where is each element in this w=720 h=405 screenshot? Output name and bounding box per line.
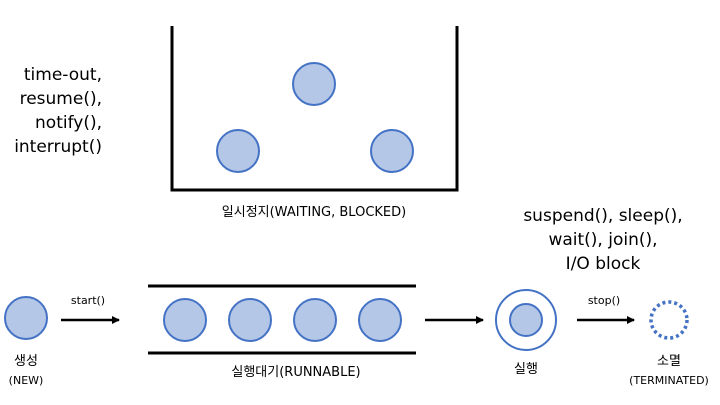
running-condition: suspend(), sleep(), xyxy=(523,206,683,226)
waiting-state-label: 일시정지(WAITING, BLOCKED) xyxy=(221,205,407,220)
runnable-thread-node xyxy=(293,298,337,342)
new-state-sublabel: (NEW) xyxy=(8,374,44,387)
runnable-thread-node xyxy=(228,298,272,342)
terminated-state-sublabel: (TERMINATED) xyxy=(629,374,709,387)
waiting-thread-node xyxy=(292,62,336,106)
stop-label: stop() xyxy=(587,294,621,307)
terminated-state-node xyxy=(649,300,689,340)
waiting-condition: interrupt() xyxy=(14,137,102,157)
new-state-label: 생성 xyxy=(14,354,38,369)
running-state-label: 실행 xyxy=(514,362,538,377)
start-label: start() xyxy=(70,294,106,307)
waiting-condition: resume(), xyxy=(19,89,102,109)
running-condition: I/O block xyxy=(565,254,641,274)
running-condition: wait(), join(), xyxy=(548,230,658,250)
runnable-thread-node xyxy=(163,298,207,342)
runnable-thread-node xyxy=(358,298,402,342)
waiting-condition: time-out, xyxy=(23,65,102,85)
runnable-state-label: 실행대기(RUNNABLE) xyxy=(231,365,361,380)
terminated-state-label: 소멸 xyxy=(657,354,681,369)
waiting-box xyxy=(170,26,459,192)
waiting-thread-node xyxy=(370,129,414,173)
waiting-condition: notify(), xyxy=(35,113,102,133)
new-state-node xyxy=(4,296,48,340)
running-thread-node xyxy=(509,303,543,337)
waiting-thread-node xyxy=(216,129,260,173)
